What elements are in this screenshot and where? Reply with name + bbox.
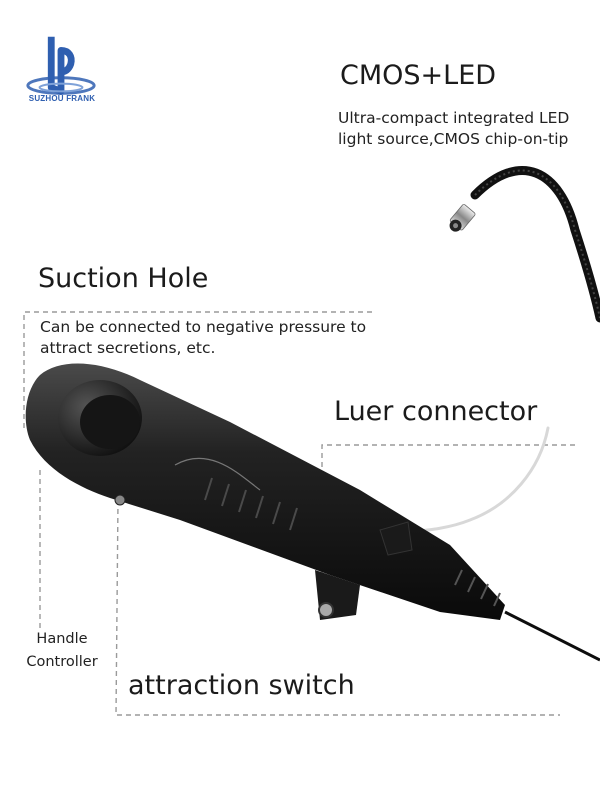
luer-tube	[408, 426, 550, 534]
luer-port	[379, 521, 413, 556]
output-cable	[504, 610, 600, 662]
handle-body	[25, 363, 506, 620]
suction-description: Can be connected to negative pressure to…	[40, 318, 367, 357]
leader-lines	[23, 311, 575, 716]
brand-name: SUZHOU FRANK	[28, 94, 96, 103]
attraction-switch-heading: attraction switch	[128, 670, 355, 701]
handle-label-line1: Handle	[36, 631, 88, 647]
cmos-description: Ultra-compact integrated LED light sourc…	[338, 109, 570, 148]
insertion-tube	[449, 166, 600, 323]
suction-leader-line	[23, 311, 372, 430]
luer-leader-line	[321, 444, 575, 600]
ps-logo-icon	[26, 36, 96, 95]
switch-button-icon	[318, 602, 334, 618]
handle-label-line2: Controller	[26, 654, 98, 670]
camera-tip-icon	[449, 204, 476, 232]
suction-heading: Suction Hole	[38, 263, 209, 294]
handle-controller-label: Handle Controller	[14, 628, 110, 674]
controller-knob-icon	[114, 494, 126, 506]
luer-heading: Luer connector	[334, 396, 538, 427]
cmos-heading: CMOS+LED	[340, 60, 497, 91]
